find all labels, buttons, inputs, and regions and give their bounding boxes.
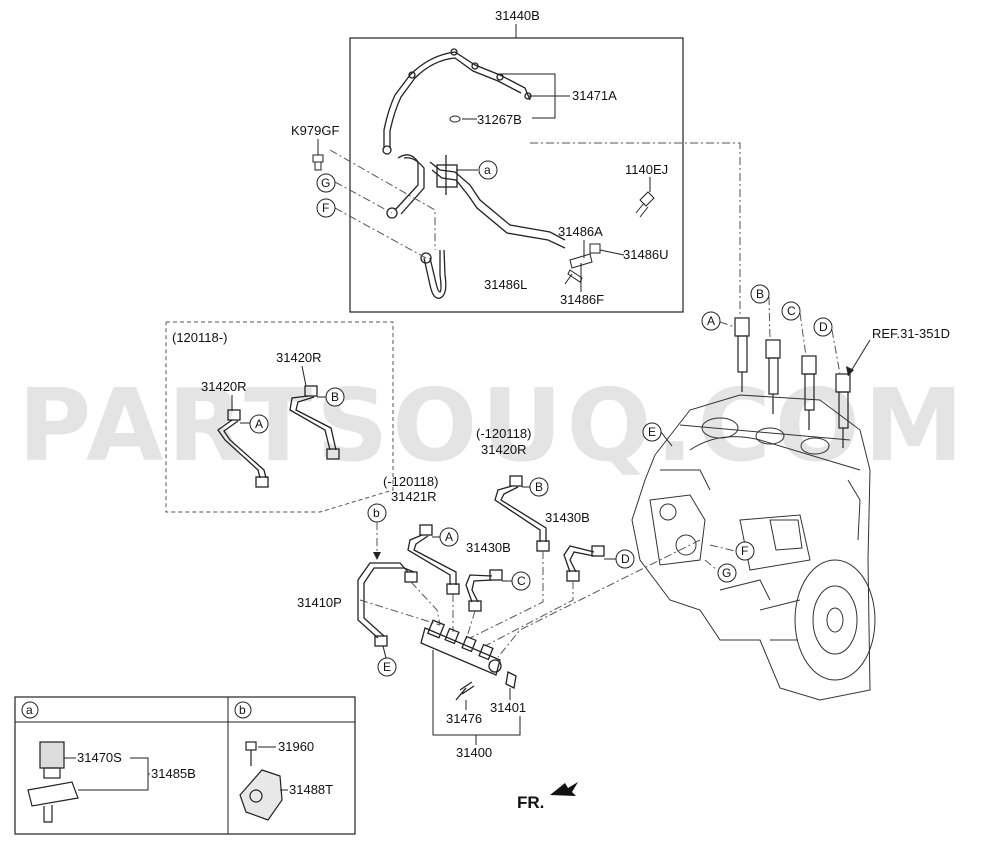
injector-pipe-new-b[interactable] xyxy=(289,385,340,460)
label-31486l[interactable]: 31486L xyxy=(484,277,527,292)
injectors[interactable] xyxy=(734,317,851,448)
svg-text:G: G xyxy=(722,566,731,580)
top-assembly-box: 31440B 31471A xyxy=(329,8,741,315)
pressure-sensor-part[interactable] xyxy=(27,741,79,823)
label-31960[interactable]: 31960 xyxy=(278,739,314,754)
label-31420r-box-b[interactable]: 31420R xyxy=(276,350,322,365)
callout-g-engine[interactable]: G xyxy=(717,563,737,583)
engine-block xyxy=(631,394,876,701)
label-31430b-b[interactable]: 31430B xyxy=(466,540,511,555)
svg-text:b: b xyxy=(239,703,246,717)
callout-c-pipe[interactable]: C xyxy=(511,571,531,591)
label-1140ej[interactable]: 1140EJ xyxy=(625,162,668,177)
svg-text:a: a xyxy=(26,703,33,717)
svg-text:A: A xyxy=(445,530,453,544)
svg-text:D: D xyxy=(819,320,828,334)
bolt-1140ej[interactable] xyxy=(635,177,655,218)
inset-callout-a[interactable]: a xyxy=(21,701,39,719)
label-k979gf[interactable]: K979GF xyxy=(291,123,339,138)
inset-callout-b[interactable]: b xyxy=(234,701,252,719)
label-31485b[interactable]: 31485B xyxy=(151,766,196,781)
svg-text:A: A xyxy=(255,417,263,431)
watermark: PARTSOUQ.COM xyxy=(18,367,967,484)
label-31471a[interactable]: 31471A xyxy=(572,88,617,103)
callout-a-injector[interactable]: A xyxy=(701,311,721,331)
injector-pipe-new-a[interactable] xyxy=(217,409,269,488)
svg-text:C: C xyxy=(787,304,796,318)
label-31401[interactable]: 31401 xyxy=(490,700,526,715)
front-direction-label: FR. xyxy=(517,793,544,812)
svg-text:B: B xyxy=(535,480,543,494)
callout-g-top[interactable]: G xyxy=(316,173,336,193)
callout-f-top[interactable]: F xyxy=(316,198,336,218)
label-31486u[interactable]: 31486U xyxy=(623,247,669,262)
common-rail[interactable] xyxy=(420,619,517,701)
label-period-old-1[interactable]: (-120118) xyxy=(476,426,531,441)
label-31410p[interactable]: 31410P xyxy=(297,595,342,610)
injector-pipes-old[interactable] xyxy=(357,475,605,647)
callout-b-pipe[interactable]: B xyxy=(529,477,549,497)
svg-text:b: b xyxy=(373,506,380,520)
callout-e-pipe[interactable]: E xyxy=(377,657,397,677)
ref-label[interactable]: REF.31-351D xyxy=(872,326,950,341)
bolt-k979gf[interactable] xyxy=(312,154,324,171)
clip-parts[interactable] xyxy=(564,240,625,292)
svg-text:E: E xyxy=(383,660,391,674)
svg-text:A: A xyxy=(707,314,715,328)
bracket-part[interactable] xyxy=(239,741,283,821)
callout-b-small[interactable]: b xyxy=(367,503,387,523)
label-31486a[interactable]: 31486A xyxy=(558,224,603,239)
label-31267b[interactable]: 31267B xyxy=(477,112,522,127)
svg-text:C: C xyxy=(517,574,526,588)
callout-d-pipe[interactable]: D xyxy=(615,549,635,569)
svg-text:B: B xyxy=(756,287,764,301)
svg-text:G: G xyxy=(321,176,330,190)
label-31420r-box-a[interactable]: 31420R xyxy=(201,379,247,394)
callout-b-injector[interactable]: B xyxy=(750,284,770,304)
label-31420r-lower[interactable]: 31420R xyxy=(481,442,527,457)
label-31476[interactable]: 31476 xyxy=(446,711,482,726)
callout-c-injector[interactable]: C xyxy=(781,301,801,321)
inset-panel: a b 31470S 31485B 31960 31488T xyxy=(14,696,356,835)
label-31440b[interactable]: 31440B xyxy=(495,8,540,23)
callout-d-injector[interactable]: D xyxy=(813,317,833,337)
front-arrow-icon xyxy=(550,782,578,796)
callout-a-box1[interactable]: A xyxy=(249,414,269,434)
label-31470s[interactable]: 31470S xyxy=(77,750,122,765)
new-pipes-box: (120118-) 31420R 31420R A B xyxy=(165,321,394,513)
callout-b-box1[interactable]: B xyxy=(325,387,345,407)
label-period-new[interactable]: (120118-) xyxy=(172,330,227,345)
label-31400[interactable]: 31400 xyxy=(456,745,492,760)
callout-f-engine[interactable]: F xyxy=(735,541,755,561)
label-31488t[interactable]: 31488T xyxy=(289,782,333,797)
svg-text:a: a xyxy=(484,163,491,177)
label-period-old-2[interactable]: (-120118) xyxy=(383,474,438,489)
svg-text:D: D xyxy=(621,552,630,566)
label-31430b-a[interactable]: 31430B xyxy=(545,510,590,525)
label-31486f[interactable]: 31486F xyxy=(560,292,604,307)
callout-e-engine[interactable]: E xyxy=(642,422,662,442)
return-hose-part[interactable] xyxy=(382,48,566,299)
callout-a-pipe[interactable]: A xyxy=(439,527,459,547)
label-31421r[interactable]: 31421R xyxy=(391,489,437,504)
svg-text:B: B xyxy=(331,390,339,404)
svg-text:F: F xyxy=(322,201,329,215)
pipe-to-rail-links xyxy=(359,539,701,658)
svg-text:E: E xyxy=(648,425,656,439)
svg-text:F: F xyxy=(741,544,748,558)
callout-a-top[interactable]: a xyxy=(478,160,498,180)
